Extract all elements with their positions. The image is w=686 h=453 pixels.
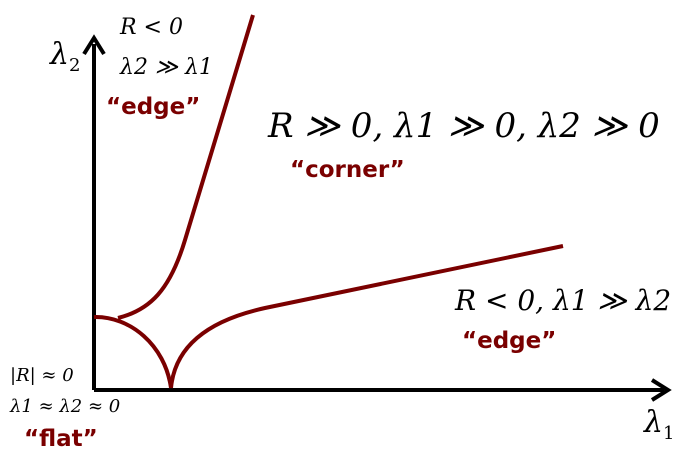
corner-condition: R ≫ 0, λ1 ≫ 0, λ2 ≫ 0 [267,106,660,146]
flat-label: “flat” [24,426,98,452]
flat-condition-1: |R| ≈ 0 [10,365,74,386]
flat-condition-2: λ1 ≈ λ2 ≈ 0 [9,396,120,417]
y-axis-arrow-icon [82,34,106,56]
edge-right-label: “edge” [462,328,556,354]
edge-top-condition-1: R < 0 [119,15,183,40]
edge-top-label: “edge” [106,94,200,120]
edge-top-condition-2: λ2 ≫ λ1 [119,55,213,80]
corner-label: “corner” [290,157,405,183]
x-axis-arrow-icon [650,378,672,402]
flat-region-arc [93,314,173,389]
x-axis-label: λ1 [643,405,674,444]
horizontal-edge-boundary-curve [169,244,564,389]
edge-right-condition: R < 0, λ1 ≫ λ2 [454,284,671,317]
y-axis-label: λ2 [49,37,80,76]
vertical-edge-boundary-curve [117,14,255,320]
